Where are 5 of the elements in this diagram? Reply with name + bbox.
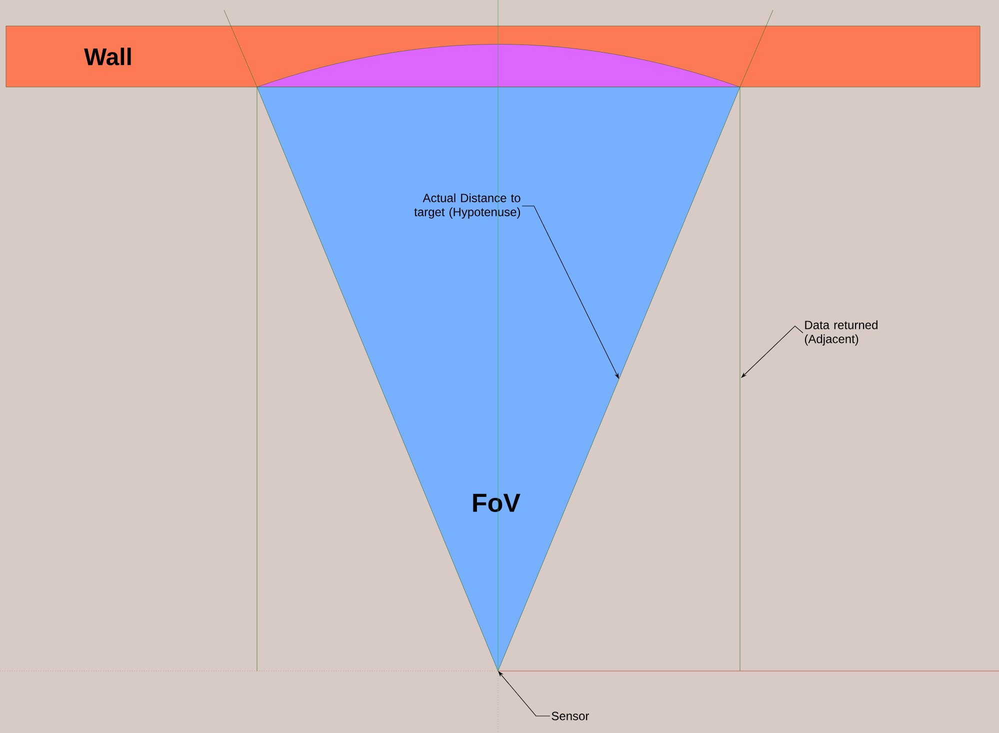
leader-line <box>498 671 550 716</box>
callout-text: Actual Distance to target (Hypotenuse) <box>414 193 520 219</box>
leader-line <box>741 326 804 378</box>
callout-text: Sensor <box>552 712 590 720</box>
callout-text: Data returned (Adjacent) <box>804 320 878 346</box>
